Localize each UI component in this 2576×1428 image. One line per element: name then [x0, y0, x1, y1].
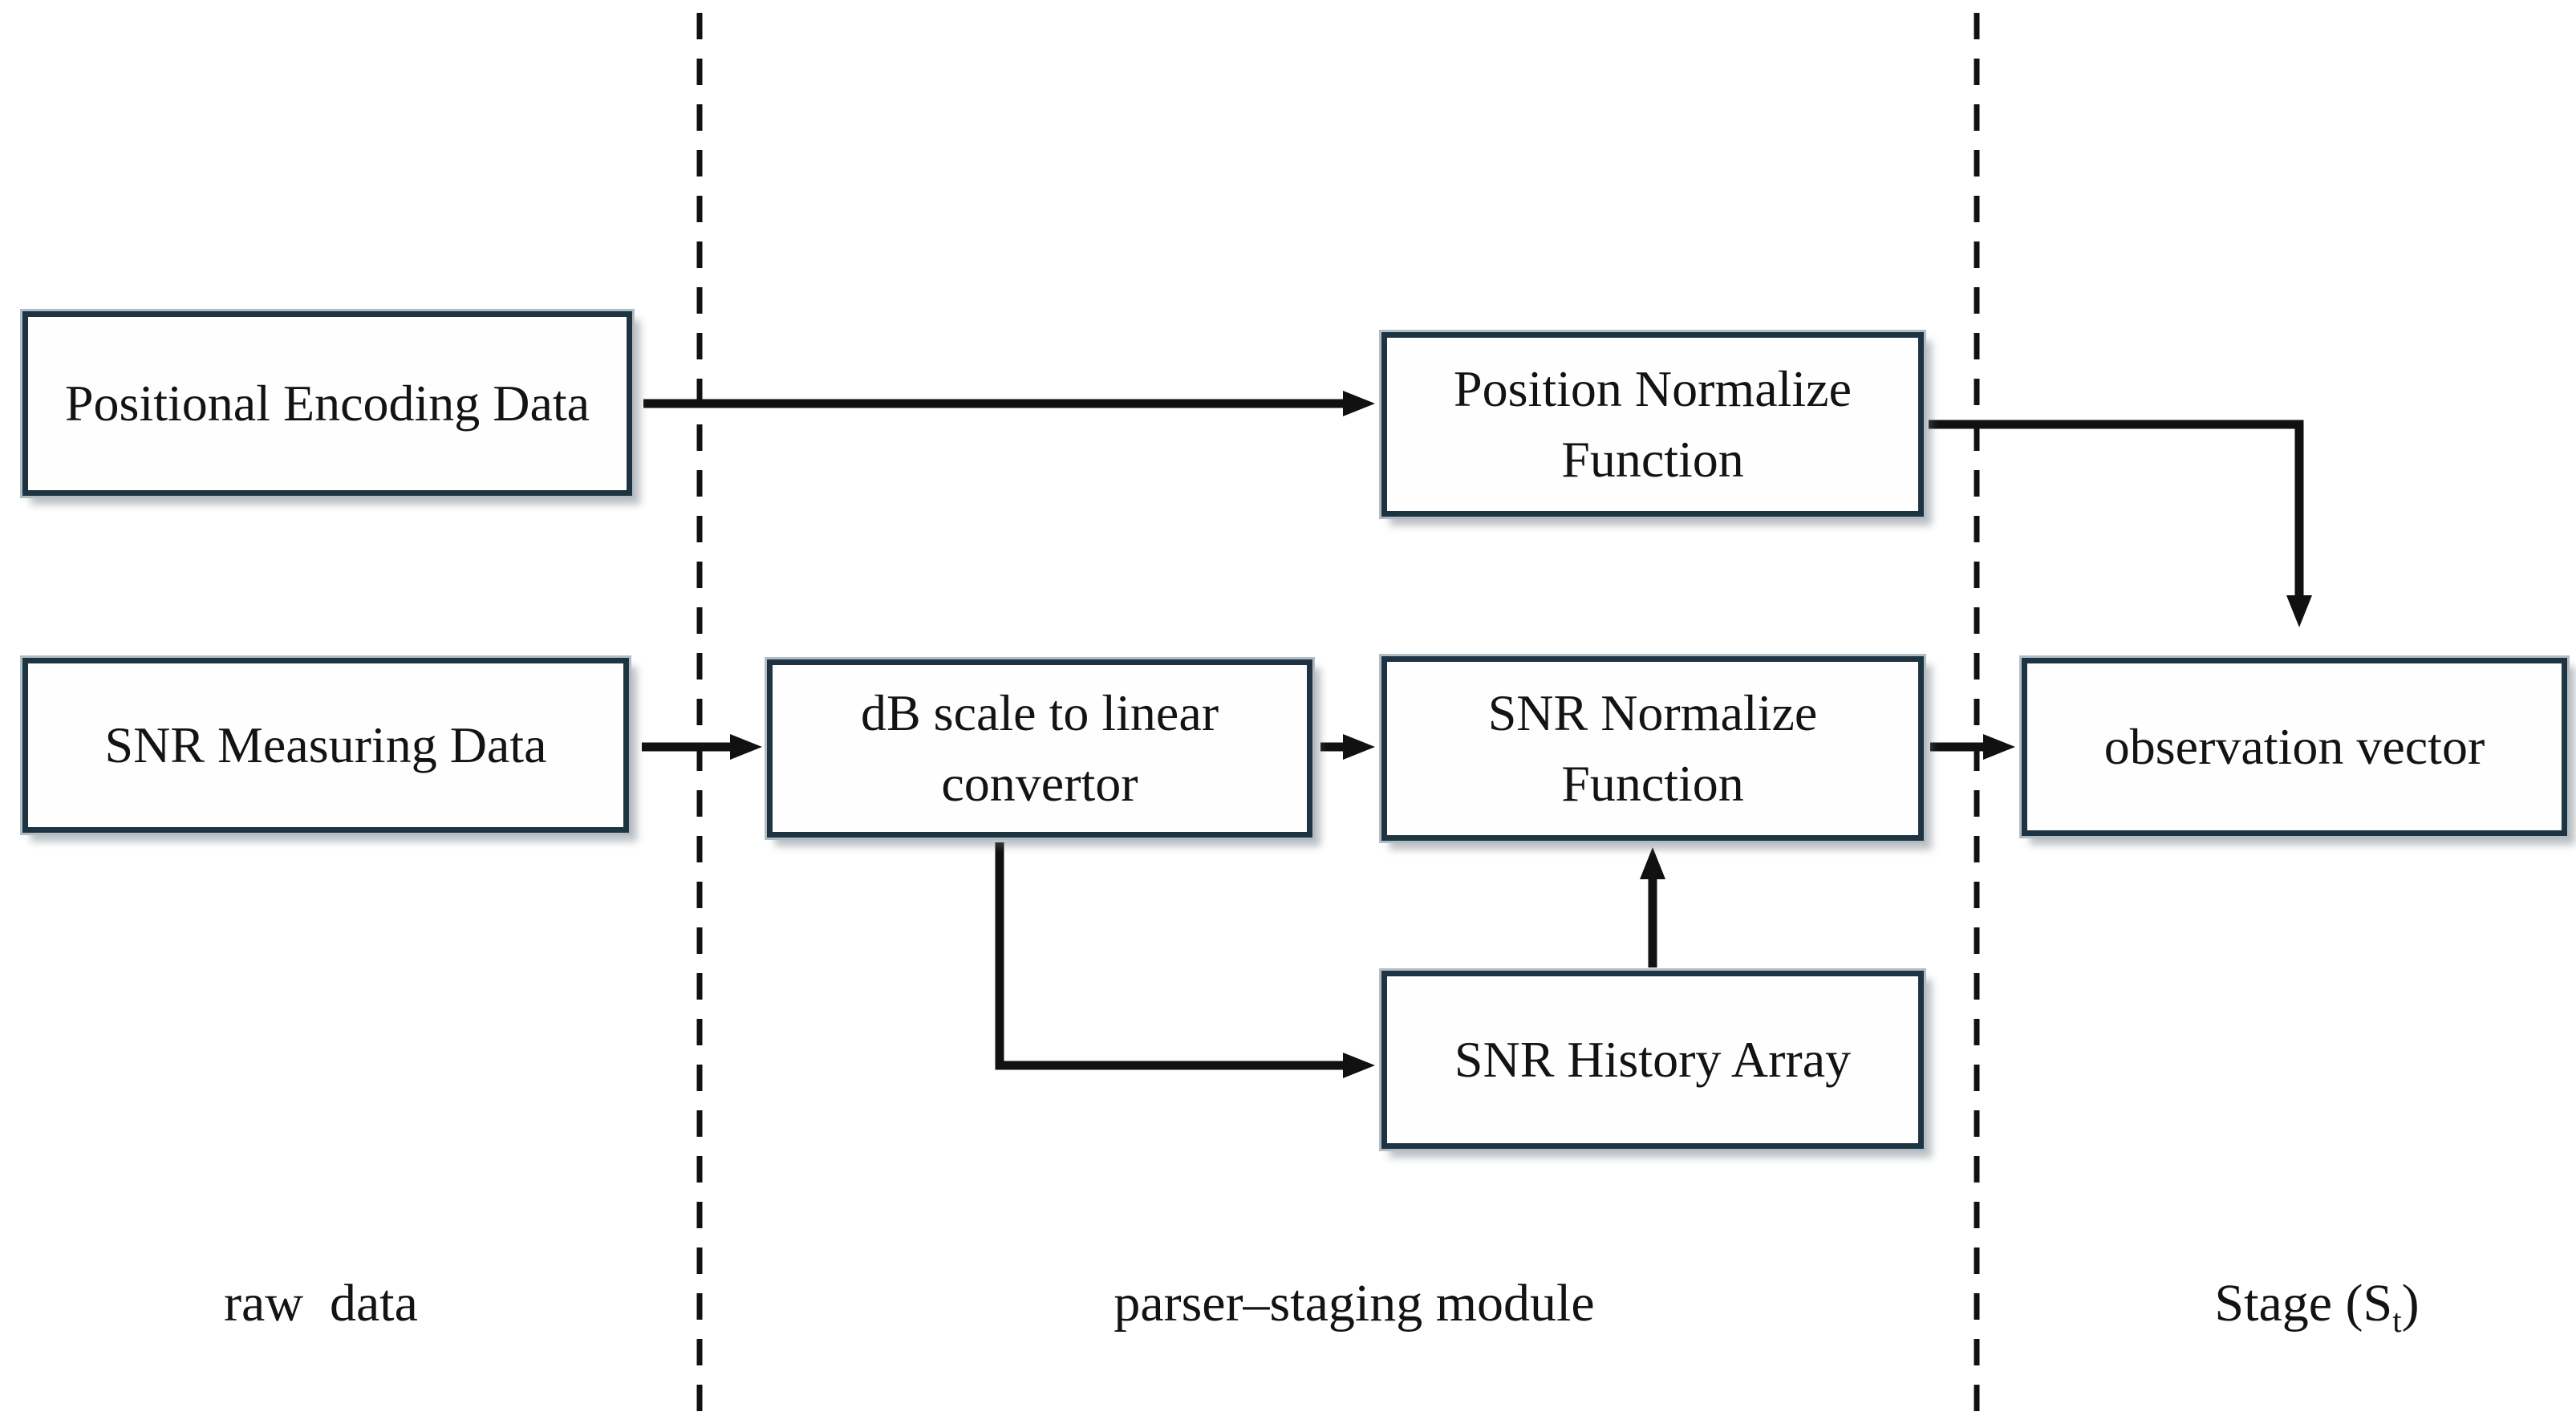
- node-label: Position Normalize Function: [1454, 359, 1852, 488]
- node-observation-vector: observation vector: [2019, 655, 2570, 838]
- node-label: SNR History Array: [1454, 1030, 1852, 1088]
- node-snr-normalize-function: SNR Normalize Function: [1379, 654, 1926, 843]
- node-db-scale-to-linear-convertor: dB scale to linear convertor: [765, 657, 1315, 840]
- lane-label-parser-staging-module: parser–staging module: [1114, 1274, 1595, 1333]
- arrow-db-convertor-to-snr-history: [995, 842, 1375, 1078]
- lane-label-raw-data: raw data: [224, 1274, 418, 1333]
- stage-label-close-paren: ): [2401, 1274, 2420, 1333]
- lane-label-stage: Stage (St): [2214, 1273, 2420, 1337]
- node-positional-encoding-data: Positional Encoding Data: [20, 309, 635, 498]
- node-label: Positional Encoding Data: [64, 374, 590, 432]
- stage-label-text: Stage (S: [2214, 1274, 2393, 1333]
- arrow-position-normalize-to-observation-vector: [1929, 420, 2312, 627]
- node-snr-measuring-data: SNR Measuring Data: [20, 655, 631, 835]
- node-label: SNR Normalize Function: [1487, 684, 1818, 812]
- stage-subscript: t: [2392, 1303, 2402, 1340]
- node-position-normalize-function: Position Normalize Function: [1379, 330, 1926, 519]
- node-snr-history-array: SNR History Array: [1379, 968, 1926, 1151]
- node-label: dB scale to linear convertor: [860, 684, 1219, 812]
- node-label: observation vector: [2103, 717, 2485, 775]
- node-label: SNR Measuring Data: [104, 716, 547, 773]
